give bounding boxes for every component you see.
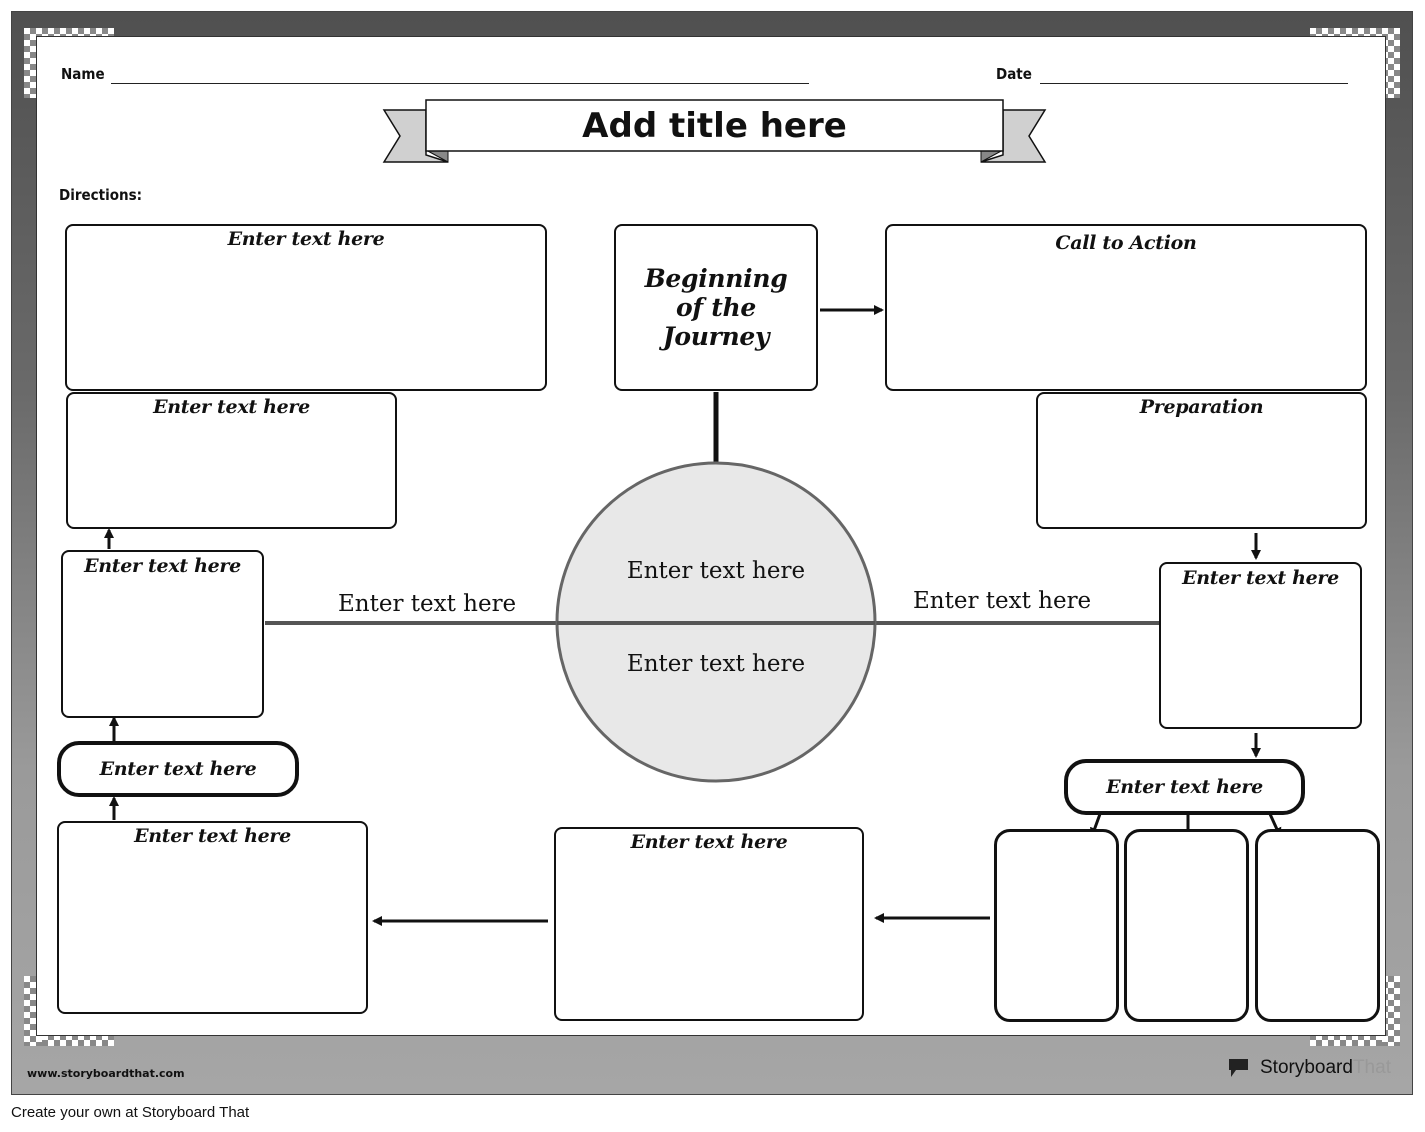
- top-left-box-label: Enter text here: [227, 228, 385, 250]
- date-field[interactable]: [1040, 83, 1348, 84]
- right-middle-box[interactable]: Enter text here: [1159, 562, 1362, 729]
- date-label: Date: [996, 65, 1032, 83]
- circle-bottom-text[interactable]: Enter text here: [626, 651, 806, 677]
- call-to-action-label: Call to Action: [1055, 232, 1197, 254]
- checker-decoration: [1382, 976, 1400, 1046]
- call-to-action-box[interactable]: Call to Action: [885, 224, 1367, 391]
- left-pill-box[interactable]: Enter text here: [57, 741, 299, 797]
- bottom-center-box-label: Enter text here: [630, 831, 788, 853]
- checker-decoration: [1382, 28, 1400, 98]
- footer-tagline[interactable]: Create your own at Storyboard That: [11, 1104, 250, 1121]
- left-second-box[interactable]: Enter text here: [66, 392, 397, 529]
- line-right-label[interactable]: Enter text here: [913, 588, 1092, 614]
- bottom-right-box-2[interactable]: [1124, 829, 1249, 1022]
- page-title[interactable]: Add title here: [582, 106, 847, 146]
- name-label: Name: [61, 65, 105, 83]
- beginning-of-journey-label: Beginning of the Journey: [644, 264, 788, 351]
- left-middle-box[interactable]: Enter text here: [61, 550, 264, 718]
- bottom-left-box-label: Enter text here: [134, 825, 291, 847]
- top-left-box[interactable]: Enter text here: [65, 224, 547, 391]
- bottom-center-box[interactable]: Enter text here: [554, 827, 864, 1021]
- directions-label: Directions:: [59, 186, 143, 204]
- bottom-left-box[interactable]: Enter text here: [57, 821, 368, 1014]
- circle-top-text[interactable]: Enter text here: [626, 558, 806, 584]
- right-pill-box[interactable]: Enter text here: [1064, 759, 1305, 815]
- beginning-of-journey-box[interactable]: Beginning of the Journey: [614, 224, 818, 391]
- storyboardthat-logo: Storyboard That: [1226, 1055, 1396, 1081]
- left-second-box-label: Enter text here: [153, 396, 310, 418]
- left-pill-label: Enter text here: [99, 758, 257, 780]
- right-pill-label: Enter text here: [1106, 776, 1263, 798]
- name-field[interactable]: [111, 83, 809, 84]
- preparation-box[interactable]: Preparation: [1036, 392, 1367, 529]
- website-url[interactable]: www.storyboardthat.com: [27, 1067, 185, 1080]
- brand-light: That: [1352, 1057, 1391, 1078]
- right-middle-box-label: Enter text here: [1182, 567, 1339, 589]
- line-left-label[interactable]: Enter text here: [338, 591, 517, 617]
- bottom-right-box-1[interactable]: [994, 829, 1119, 1022]
- brand-bold: Storyboard: [1260, 1057, 1353, 1078]
- speech-bubble-icon: [1226, 1056, 1252, 1080]
- left-middle-box-label: Enter text here: [84, 555, 241, 577]
- preparation-label: Preparation: [1139, 396, 1264, 418]
- bottom-right-box-3[interactable]: [1255, 829, 1380, 1022]
